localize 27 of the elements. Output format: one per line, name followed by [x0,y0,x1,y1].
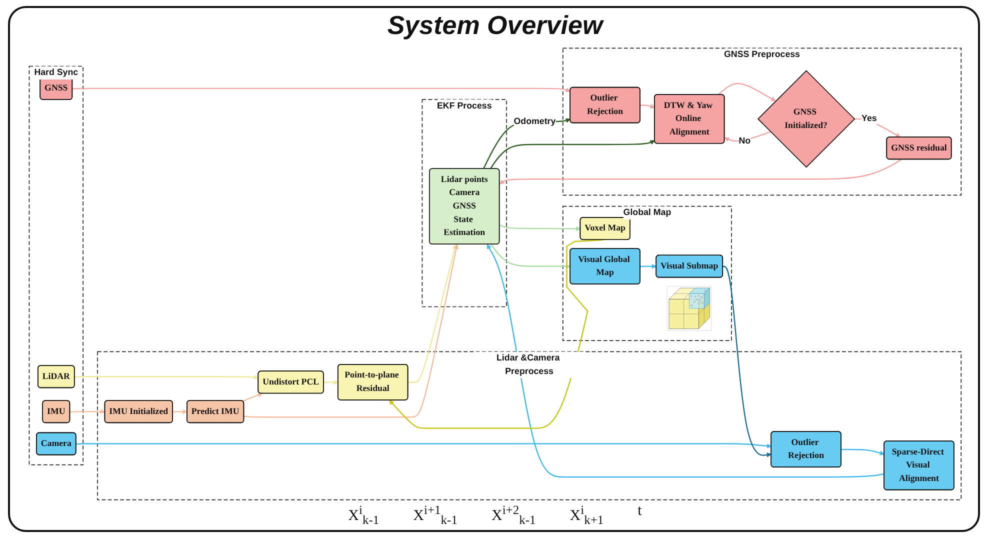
arrow [718,82,776,102]
arrow [486,244,884,478]
arrow [74,374,258,380]
arrow [854,118,900,138]
arrow [324,380,338,385]
arrow [499,158,902,184]
edge-label: Yes [861,114,877,124]
node-diamond: GNSS Initialized? [757,70,855,168]
arrow [490,244,570,269]
arrow [172,409,188,414]
arrow [640,104,655,109]
arrow [499,224,580,232]
arrow [242,392,263,402]
arrow [408,244,457,384]
arrow [76,443,772,448]
arrow [490,140,655,170]
arrow [244,244,458,418]
arrow [841,448,884,456]
arrow [72,88,570,92]
axis-label: t [638,503,642,521]
arrow [722,266,772,458]
edge-label: No [738,136,750,146]
arrow [388,239,603,429]
arrow [640,264,656,269]
arrow [70,409,106,414]
edge-label: Odometry [514,116,556,126]
diagram-title: System Overview [387,10,603,40]
